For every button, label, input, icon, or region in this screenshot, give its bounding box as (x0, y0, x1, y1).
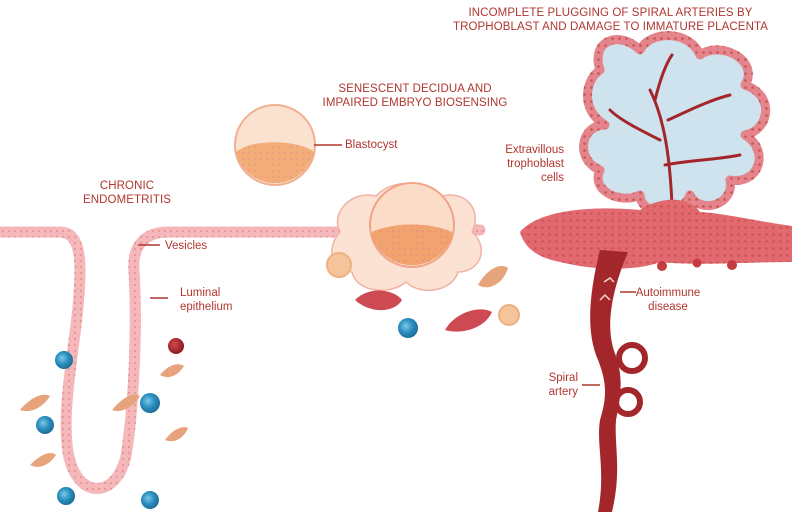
chronic-endometritis-label: CHRONIC ENDOMETRITIS (72, 179, 182, 207)
leader-lines (138, 245, 168, 298)
blastocyst (235, 105, 342, 185)
autoimmune-label: Autoimmune disease (628, 286, 708, 314)
top-caption: INCOMPLETE PLUGGING OF SPIRAL ARTERIES B… (429, 6, 792, 34)
decidua-region (332, 183, 481, 290)
immune-cells (36, 318, 418, 509)
extravillous-label: Extravillous trophoblast cells (476, 143, 564, 185)
blastocyst-label: Blastocyst (345, 138, 397, 152)
luminal-epithelium-label: Luminal epithelium (180, 286, 232, 314)
senescent-decidua-label: SENESCENT DECIDUA AND IMPAIRED EMBRYO BI… (300, 82, 530, 110)
spiral-artery-label: Spiral artery (520, 371, 578, 399)
vesicles-label: Vesicles (165, 239, 207, 253)
